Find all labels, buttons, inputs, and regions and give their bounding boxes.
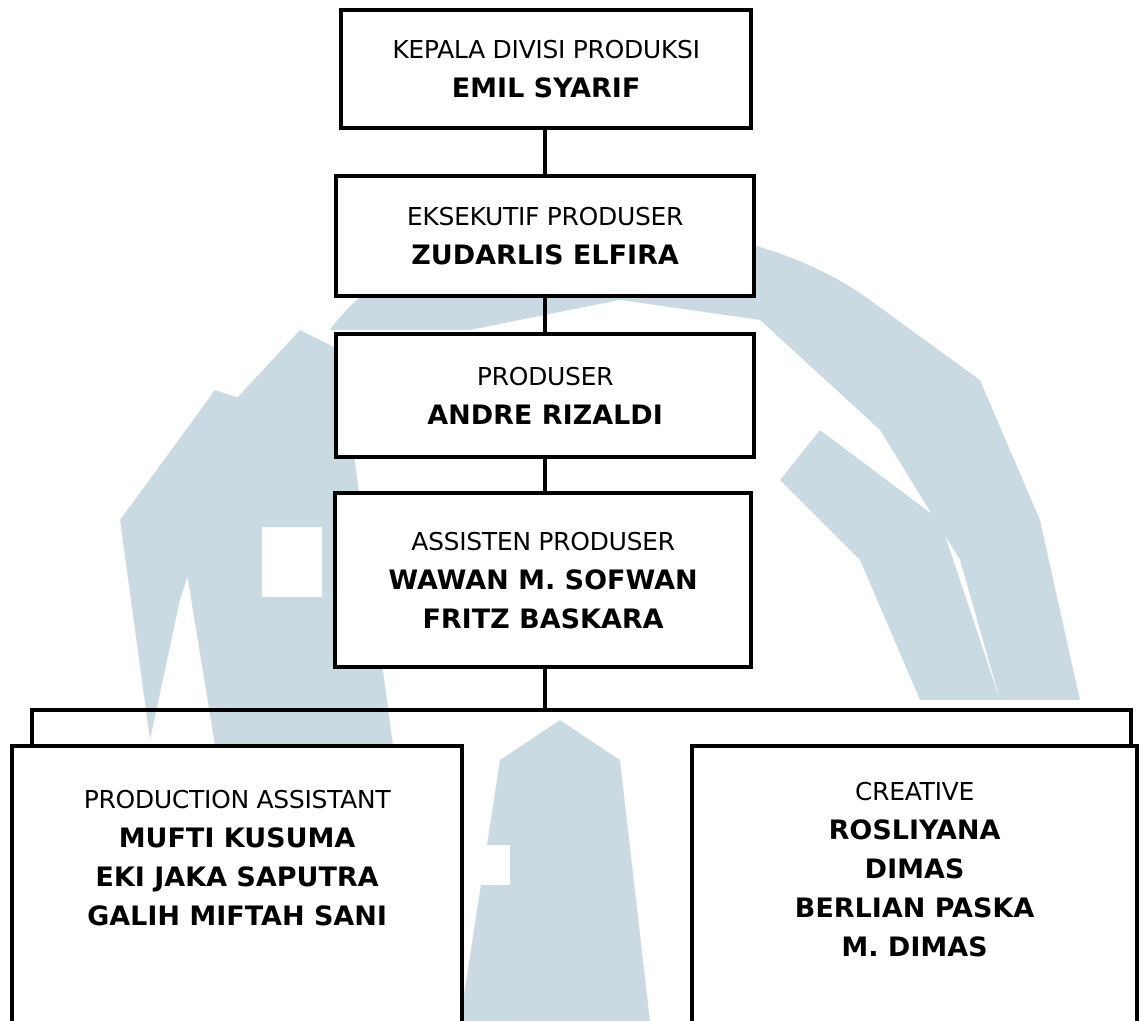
name-dimas: DIMAS [864,854,965,885]
name-mufti-kusuma: MUFTI KUSUMA [118,823,356,854]
name-andre-rizaldi: ANDRE RIZALDI [427,399,663,431]
name-emil-syarif: EMIL SYARIF [451,73,641,104]
role-production-assistant: PRODUCTION ASSISTANT [83,785,391,814]
box-produser: PRODUSER ANDRE RIZALDI [334,332,756,459]
name-eki-jaka-saputra: EKI JAKA SAPUTRA [95,862,379,893]
name-m-dimas: M. DIMAS [841,932,988,963]
name-wawan-m-sofwan: WAWAN M. SOFWAN [388,564,698,596]
role-kepala-divisi: KEPALA DIVISI PRODUKSI [392,35,700,64]
box-production-assistant: PRODUCTION ASSISTANT MUFTI KUSUMA EKI JA… [10,744,464,1021]
box-creative: CREATIVE ROSLIYANA DIMAS BERLIAN PASKA M… [690,744,1139,1021]
role-eksekutif-produser: EKSEKUTIF PRODUSER [406,202,684,231]
name-galih-miftah-sani: GALIH MIFTAH SANI [87,901,387,932]
box-assisten-produser: ASSISTEN PRODUSER WAWAN M. SOFWAN FRITZ … [333,491,753,669]
role-produser: PRODUSER [476,361,614,391]
name-rosliyana: ROSLIYANA [828,815,1001,846]
role-creative: CREATIVE [855,777,974,806]
box-eksekutif-produser: EKSEKUTIF PRODUSER ZUDARLIS ELFIRA [334,174,756,298]
name-zudarlis-elfira: ZUDARLIS ELFIRA [411,240,679,271]
name-fritz-baskara: FRITZ BASKARA [422,603,664,635]
role-assisten-produser: ASSISTEN PRODUSER [411,526,675,556]
name-berlian-paska: BERLIAN PASKA [794,893,1035,924]
box-kepala-divisi-produksi: KEPALA DIVISI PRODUKSI EMIL SYARIF [339,8,753,130]
